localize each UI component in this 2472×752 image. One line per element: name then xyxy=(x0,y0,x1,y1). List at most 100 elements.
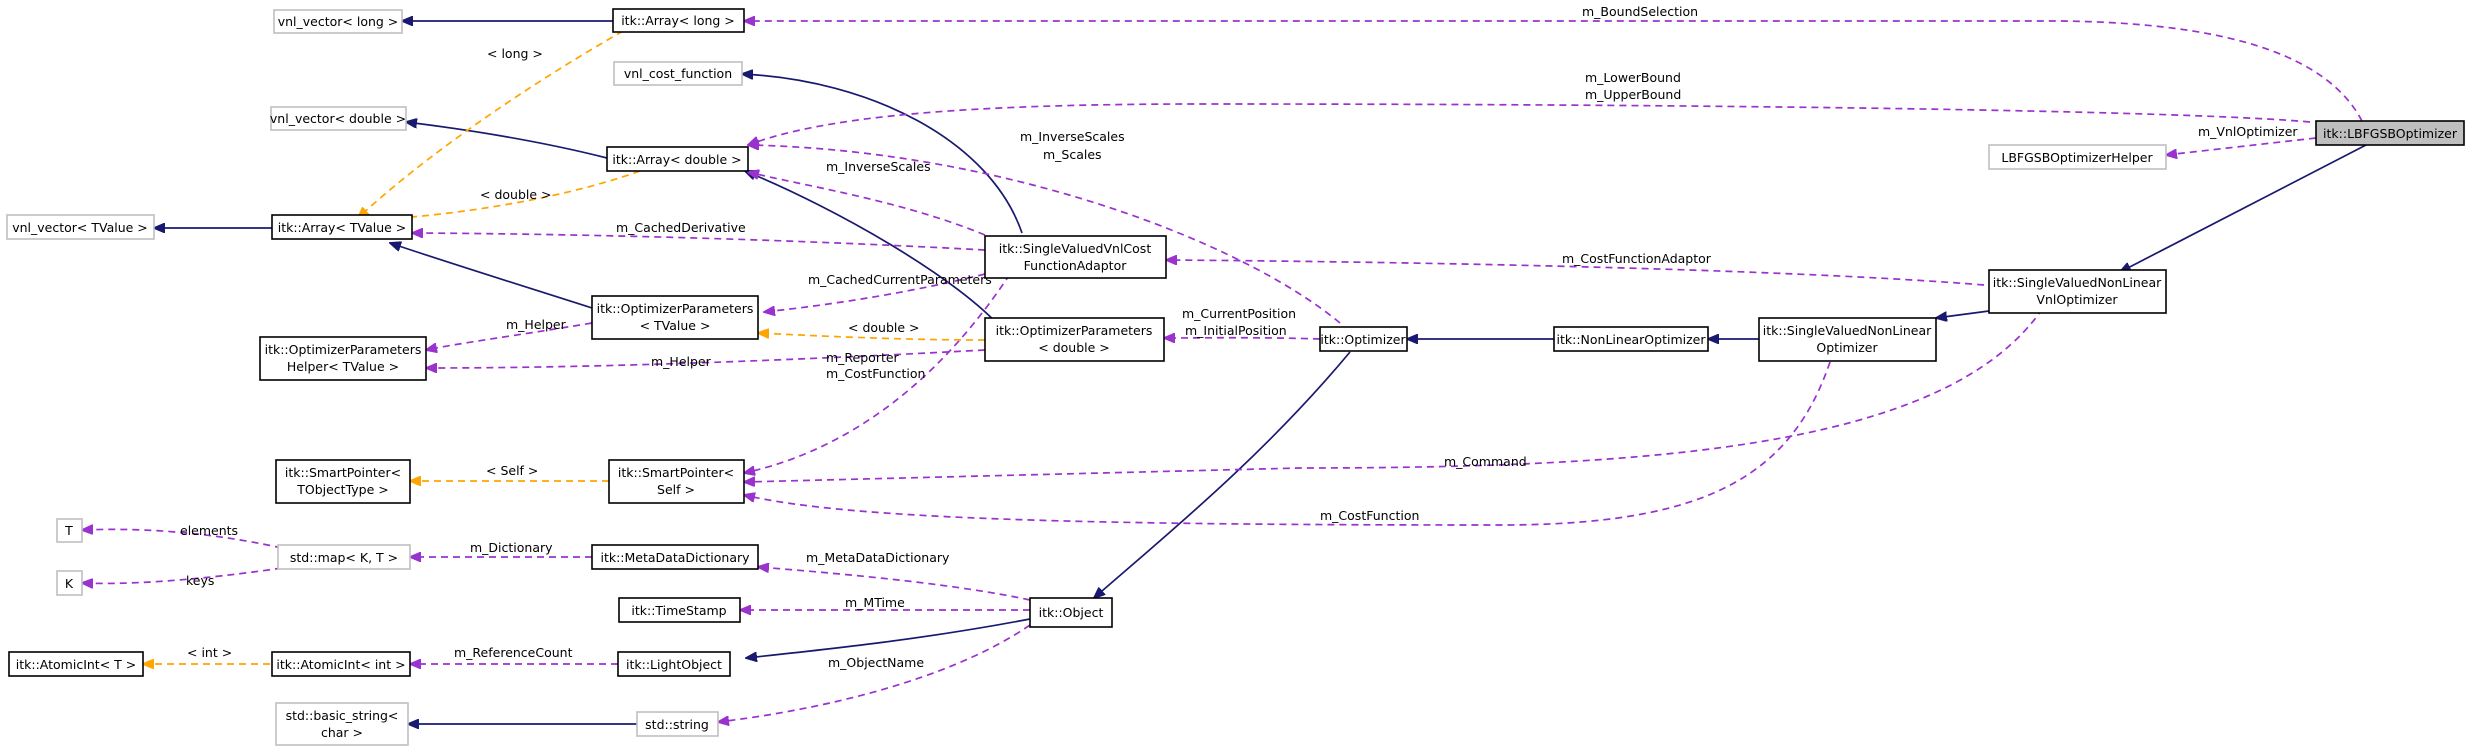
edge-use-lower-upper-bound xyxy=(748,103,2311,145)
edge-use-current-position xyxy=(1164,338,1321,339)
edge-label-upper-bound: m_UpperBound xyxy=(1585,87,1681,102)
node-label: itk::MetaDataDictionary xyxy=(600,550,750,565)
edge-use-helper-2 xyxy=(426,349,986,368)
node-smart-pointer-tobjecttype[interactable]: itk::SmartPointer< TObjectType > xyxy=(275,459,411,504)
node-label-line-1: itk::SmartPointer< xyxy=(285,465,401,480)
edge-use-keys xyxy=(82,567,283,583)
edge-use-cost-function-adaptor xyxy=(1166,260,1985,286)
edge-label-dictionary: m_Dictionary xyxy=(470,540,553,555)
edge-label-reference-count: m_ReferenceCount xyxy=(454,645,573,660)
node-label: vnl_vector< TValue > xyxy=(12,220,148,235)
edge-use-elements xyxy=(82,529,283,549)
edge-label-initial-position: m_InitialPosition xyxy=(1185,323,1287,338)
node-label: itk::LBFGSBOptimizer xyxy=(2323,126,2458,141)
edge-inherit-svnl-optimizer xyxy=(1936,310,1990,318)
node-std-string[interactable]: std::string xyxy=(636,711,719,737)
node-vnl-vector-double[interactable]: vnl_vector< double > xyxy=(270,106,407,131)
node-label-line-1: itk::OptimizerParameters xyxy=(996,323,1153,338)
edge-inherit-array-double xyxy=(745,171,1004,331)
edge-use-command xyxy=(744,276,2061,482)
node-label: itk::Array< double > xyxy=(612,152,741,167)
edge-label-cost-function-1: m_CostFunction xyxy=(826,366,925,381)
node-lbfgsb-optimizer[interactable]: itk::LBFGSBOptimizer xyxy=(2315,120,2465,146)
edge-label-inverse-scales-top: m_InverseScales xyxy=(1020,129,1125,144)
edge-label-lower-bound: m_LowerBound xyxy=(1585,70,1681,85)
edge-inherit-object xyxy=(1094,351,1351,598)
edge-label-int-tmpl: < int > xyxy=(187,645,232,660)
node-vnl-vector-long[interactable]: vnl_vector< long > xyxy=(273,9,403,34)
edge-inherit-vnl-vector-double xyxy=(406,122,608,159)
edge-label-self-tmpl: < Self > xyxy=(486,463,538,478)
edge-use-bound-selection xyxy=(744,21,2363,122)
node-label: itk::Array< long > xyxy=(621,13,735,28)
node-atomic-int-int[interactable]: itk::AtomicInt< int > xyxy=(271,651,411,677)
node-label: itk::TimeStamp xyxy=(631,603,726,618)
edge-inherit-svnl-vnl-optimizer xyxy=(2120,144,2367,272)
node-label: itk::Array< TValue > xyxy=(278,220,407,235)
edge-use-scales xyxy=(748,145,1341,324)
node-label: itk::Optimizer xyxy=(1320,332,1406,347)
node-nonlinear-optimizer[interactable]: itk::NonLinearOptimizer xyxy=(1553,326,1709,352)
node-label: itk::NonLinearOptimizer xyxy=(1557,332,1707,347)
node-t[interactable]: T xyxy=(56,518,83,543)
edge-label-cost-function-2: m_CostFunction xyxy=(1320,508,1419,523)
edge-label-helper-2: m_Helper xyxy=(651,354,712,369)
edge-use-cached-derivative xyxy=(412,233,986,251)
node-label-line-2: VnlOptimizer xyxy=(2036,292,2118,307)
node-light-object[interactable]: itk::LightObject xyxy=(617,651,731,677)
edge-use-object-name xyxy=(718,624,1031,722)
node-label-line-2: < double > xyxy=(1038,340,1110,355)
node-label-line-1: itk::SingleValuedNonLinear xyxy=(1993,275,2162,290)
edge-use-cost-function-2 xyxy=(744,361,1831,526)
edge-label-cached-derivative: m_CachedDerivative xyxy=(616,220,746,235)
edge-label-helper-1: m_Helper xyxy=(506,317,567,332)
node-label: itk::AtomicInt< T > xyxy=(16,657,136,672)
edge-tmpl-double-2 xyxy=(758,333,986,341)
node-array-tvalue[interactable]: itk::Array< TValue > xyxy=(271,214,413,240)
node-std-map[interactable]: std::map< K, T > xyxy=(277,544,411,570)
node-label: vnl_cost_function xyxy=(624,66,732,81)
node-array-double[interactable]: itk::Array< double > xyxy=(606,146,749,172)
edge-label-inverse-scales: m_InverseScales xyxy=(826,159,931,174)
edge-tmpl-long xyxy=(358,30,624,218)
node-object[interactable]: itk::Object xyxy=(1029,597,1113,628)
edge-inherit-light-object xyxy=(746,618,1031,658)
edge-use-reporter-cost-function xyxy=(744,273,1011,473)
node-svvcfa[interactable]: itk::SingleValuedVnlCost FunctionAdaptor xyxy=(984,235,1167,279)
node-single-valued-nonlinear-optimizer[interactable]: itk::SingleValuedNonLinear Optimizer xyxy=(1758,317,1937,362)
node-label: itk::AtomicInt< int > xyxy=(276,657,405,672)
edge-label-cost-function-adaptor: m_CostFunctionAdaptor xyxy=(1562,251,1712,266)
node-array-long[interactable]: itk::Array< long > xyxy=(612,8,745,33)
node-atomic-int-t[interactable]: itk::AtomicInt< T > xyxy=(8,651,144,677)
node-metadata-dictionary[interactable]: itk::MetaDataDictionary xyxy=(591,544,759,570)
edge-label-elements: elements xyxy=(180,523,238,538)
node-label: vnl_vector< long > xyxy=(278,14,399,29)
edge-inherit-vnl-cost-function xyxy=(742,74,1023,234)
node-lbfgsb-optimizer-helper[interactable]: LBFGSBOptimizerHelper xyxy=(1988,144,2167,170)
node-label-line-1: itk::OptimizerParameters xyxy=(597,301,754,316)
node-std-basic-string[interactable]: std::basic_string< char > xyxy=(275,702,409,746)
edge-label-reporter: m_Reporter xyxy=(826,350,900,365)
node-label: itk::Object xyxy=(1039,605,1104,620)
node-label-line-1: std::basic_string< xyxy=(286,708,399,723)
node-label-line-1: itk::SingleValuedVnlCost xyxy=(999,241,1152,256)
node-vnl-cost-function[interactable]: vnl_cost_function xyxy=(613,61,743,86)
node-optimizer[interactable]: itk::Optimizer xyxy=(1319,326,1408,352)
node-vnl-vector-tvalue[interactable]: vnl_vector< TValue > xyxy=(6,214,155,240)
node-k[interactable]: K xyxy=(56,570,83,596)
node-single-valued-nonlinear-vnl-optimizer[interactable]: itk::SingleValuedNonLinear VnlOptimizer xyxy=(1988,269,2167,314)
node-label-line-1: itk::OptimizerParameters xyxy=(265,342,422,357)
node-smart-pointer-self[interactable]: itk::SmartPointer< Self > xyxy=(608,459,745,504)
node-optimizer-parameters-helper[interactable]: itk::OptimizerParameters Helper< TValue … xyxy=(259,336,427,381)
node-optimizer-parameters-double[interactable]: itk::OptimizerParameters < double > xyxy=(984,317,1165,362)
node-label: LBFGSBOptimizerHelper xyxy=(2001,150,2153,165)
node-label-line-2: < TValue > xyxy=(640,318,711,333)
node-timestamp[interactable]: itk::TimeStamp xyxy=(618,597,741,623)
edge-label-mtime: m_MTime xyxy=(845,595,905,610)
edge-label-cached-current-parameters: m_CachedCurrentParameters xyxy=(808,272,992,287)
edge-use-inverse-scales xyxy=(748,172,986,236)
node-optimizer-parameters-tvalue[interactable]: itk::OptimizerParameters < TValue > xyxy=(591,295,759,340)
node-label: itk::LightObject xyxy=(626,657,722,672)
node-label-line-2: TObjectType > xyxy=(296,482,389,497)
